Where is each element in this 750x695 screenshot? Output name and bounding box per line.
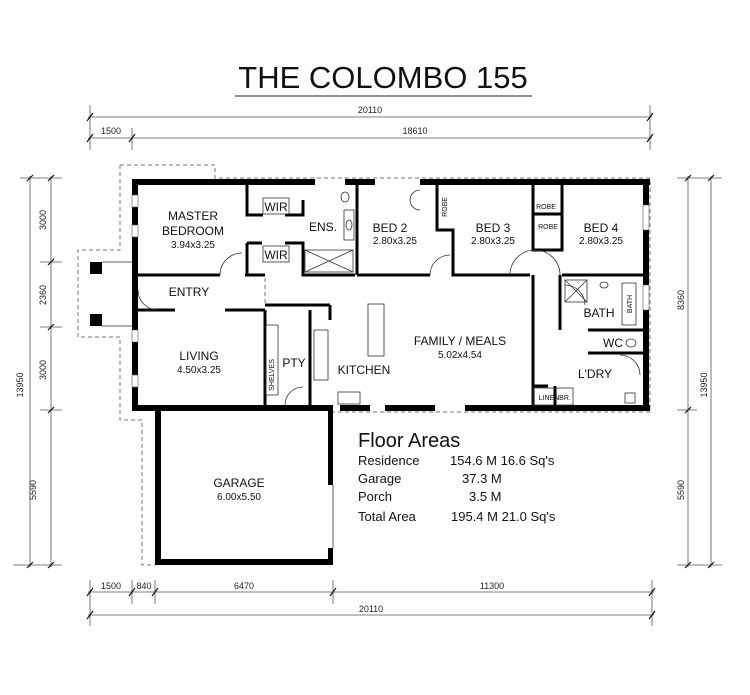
room-bed2: BED 2 xyxy=(373,221,408,235)
top-dimensions: 20110 1500 18610 xyxy=(86,105,654,150)
porch-post xyxy=(90,262,102,274)
right-dimensions: 8360 13950 5590 xyxy=(676,174,722,569)
exterior-walls xyxy=(131,179,650,565)
plan-title: THE COLOMBO 155 xyxy=(238,60,527,95)
room-master-line2: BEDROOM xyxy=(162,224,224,238)
eaves-outline xyxy=(77,164,651,566)
kitchen-island xyxy=(367,303,385,357)
fixtures xyxy=(265,191,637,406)
room-bath-tub: BATH xyxy=(627,295,634,313)
room-robe-1: ROBE xyxy=(442,197,449,217)
room-master-line1: MASTER xyxy=(168,209,218,223)
dim-bottom-2: 840 xyxy=(136,581,151,591)
porch xyxy=(90,261,132,327)
room-robe-3: ROBE xyxy=(538,224,558,231)
room-labels: MASTER BEDROOM 3.94x3.25 WIR WIR ENS. BE… xyxy=(162,197,634,503)
room-family-size: 5.02x4.54 xyxy=(438,350,482,361)
dim-left-1: 3000 xyxy=(38,210,48,230)
floor-areas-heading: Floor Areas xyxy=(358,430,460,452)
room-linen: LINEN xyxy=(539,395,560,402)
area-label-residence: Residence xyxy=(358,453,419,468)
area-value-porch: 3.5 M xyxy=(469,489,502,504)
dim-left-3: 3000 xyxy=(38,360,48,380)
room-bed3: BED 3 xyxy=(476,221,511,235)
dim-top-main: 18610 xyxy=(402,126,427,136)
room-bed4-size: 2.80x3.25 xyxy=(579,236,623,247)
room-bed4: BED 4 xyxy=(584,221,619,235)
area-value-total: 195.4 M 21.0 Sq's xyxy=(451,509,556,524)
room-wc: WC xyxy=(603,336,623,350)
dim-left-2: 2360 xyxy=(38,285,48,305)
bottom-dimensions: 1500 840 6470 11300 20110 xyxy=(86,580,656,626)
area-value-residence: 154.6 M 16.6 Sq's xyxy=(450,453,555,468)
room-family-meals: FAMILY / MEALS xyxy=(414,334,506,348)
area-value-garage: 37.3 M xyxy=(462,471,502,486)
dim-left-4: 5590 xyxy=(28,480,38,500)
room-garage: GARAGE xyxy=(213,476,264,490)
dim-top-overall: 20110 xyxy=(358,105,382,115)
room-entry: ENTRY xyxy=(169,285,209,299)
dim-bottom-overall: 20110 xyxy=(359,604,383,614)
room-bed2-size: 2.80x3.25 xyxy=(373,236,417,247)
room-wir-1: WIR xyxy=(264,200,288,214)
floor-areas-table: Floor Areas Residence 154.6 M 16.6 Sq's … xyxy=(358,430,556,524)
dim-left-overall: 13950 xyxy=(15,372,25,397)
dim-right-lower: 5590 xyxy=(676,480,686,500)
room-ensuite: ENS. xyxy=(309,220,337,234)
left-dimensions: 13950 3000 2360 3000 5590 xyxy=(13,174,62,569)
room-living-size: 4.50x3.25 xyxy=(177,365,221,376)
bathtub xyxy=(621,282,637,326)
room-laundry: L'DRY xyxy=(578,367,612,381)
room-master-size: 3.94x3.25 xyxy=(171,240,215,251)
dim-bottom-4: 11300 xyxy=(480,581,504,591)
dim-right-overall: 13950 xyxy=(699,372,709,397)
area-label-total: Total Area xyxy=(358,509,417,524)
shower-bath xyxy=(564,279,588,303)
room-broom: BR. xyxy=(559,395,571,402)
toilet-wc xyxy=(625,338,637,348)
room-garage-size: 6.00x5.50 xyxy=(217,492,261,503)
shower-ensuite xyxy=(304,249,354,273)
porch-post xyxy=(90,314,102,326)
vanity-ensuite xyxy=(343,209,355,241)
room-living: LIVING xyxy=(179,349,218,363)
area-label-porch: Porch xyxy=(358,489,392,504)
dim-right-upper: 8360 xyxy=(676,290,686,310)
dim-top-porch: 1500 xyxy=(101,126,121,136)
door-swings xyxy=(137,189,641,406)
room-bed3-size: 2.80x3.25 xyxy=(471,236,515,247)
toilet-ensuite xyxy=(340,191,350,203)
room-shelves: SHELVES xyxy=(269,359,276,391)
dim-bottom-1: 1500 xyxy=(101,581,121,591)
dim-bottom-3: 6470 xyxy=(234,581,254,591)
interior-walls xyxy=(138,185,643,405)
room-kitchen: KITCHEN xyxy=(338,363,391,377)
area-label-garage: Garage xyxy=(358,471,401,486)
room-wir-2: WIR xyxy=(264,248,288,262)
room-robe-2: ROBE xyxy=(536,204,556,211)
room-bath: BATH xyxy=(583,306,614,320)
room-pantry: PTY xyxy=(282,356,305,370)
